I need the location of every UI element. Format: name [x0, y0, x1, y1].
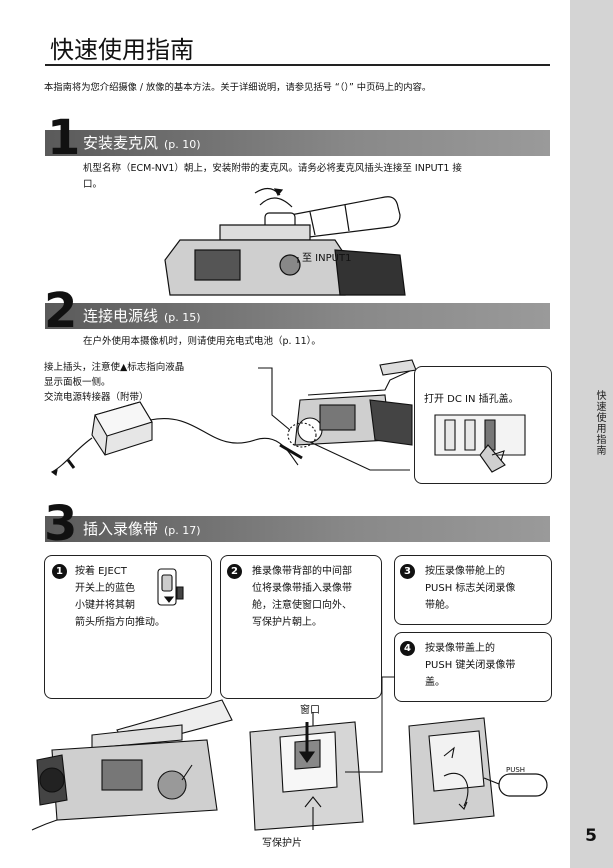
side-section-label: 快速使用指南: [594, 390, 605, 456]
instruction-box-2: [220, 555, 382, 699]
cassette-insert-illustration: [249, 676, 395, 831]
box4-line3: 盖。: [425, 677, 445, 688]
title-rule: [45, 64, 550, 66]
microphone-install-illustration: [164, 187, 406, 296]
box3-badge: 3: [400, 564, 415, 579]
step1-title-text: 安装麦克风: [83, 134, 159, 152]
page-number: 5: [585, 826, 597, 846]
box2-line4: 写保护片朝上。: [252, 617, 322, 628]
instruction-box-4: [394, 632, 552, 702]
box2-badge: 2: [227, 564, 242, 579]
box3-line2: PUSH 标志关闭录像: [425, 583, 516, 594]
power-connection-illustration: [50, 359, 417, 476]
box1-text: 按着 EJECT 开关上的蓝色 小键并将其朝 箭头所指方向推动。: [75, 563, 165, 631]
label-window: 窗口: [300, 705, 320, 716]
callout-dcin: 打开 DC IN 插孔盖。: [424, 394, 519, 405]
step2-number: 2: [44, 283, 78, 339]
box3-text: 按压录像带舱上的 PUSH 标志关闭录像 带舱。: [425, 563, 515, 614]
step1-page-ref: (p. 10): [164, 138, 201, 151]
box1-line4: 箭头所指方向推动。: [75, 617, 165, 628]
step3-page-ref: (p. 17): [164, 524, 201, 537]
instruction-box-1: [44, 555, 212, 699]
eject-switch-icon: [157, 568, 184, 606]
dcin-jack-illustration: [434, 414, 526, 473]
callout-input1: 至 INPUT1: [302, 253, 352, 264]
callout-plug-line1: 接上插头，注意使▲标志指向液晶: [44, 362, 185, 373]
step1-header-bar: [45, 130, 550, 156]
box1-badge: 1: [52, 564, 67, 579]
step2-title: 连接电源线 (p. 15): [83, 303, 201, 331]
box4-text: 按录像带盖上的 PUSH 键关闭录像带 盖。: [425, 640, 515, 691]
box4-badge: 4: [400, 641, 415, 656]
box3-line3: 带舱。: [425, 600, 455, 611]
box2-text: 推录像带背部的中间部 位将录像带插入录像带 舱，注意使窗口向外、 写保护片朝上。: [252, 563, 352, 631]
step1-title: 安装麦克风 (p. 10): [83, 130, 201, 158]
side-tab: [570, 0, 613, 868]
box4-line2: PUSH 键关闭录像带: [425, 660, 516, 671]
label-write-protect-tab: 写保护片: [262, 838, 302, 849]
box1-line2: 开关上的蓝色: [75, 583, 135, 594]
label-push: PUSH: [506, 766, 526, 774]
box2-line1: 推录像带背部的中间部: [252, 566, 352, 577]
step2-body: 在户外使用本摄像机时，则请使用充电式电池（p. 11）。: [83, 336, 321, 347]
intro-text: 本指南将为您介绍摄像 / 放像的基本方法。关于详细说明，请参见括号 “（）” 中…: [44, 82, 432, 93]
callout-plug: 接上插头，注意使▲标志指向液晶 显示面板一侧。 交流电源转接器（附带）: [44, 360, 184, 405]
step2-page-ref: (p. 15): [164, 311, 201, 324]
callout-plug-line2: 显示面板一侧。: [44, 377, 111, 388]
box1-line1: 按着 EJECT: [75, 566, 127, 577]
step2-header-bar: [45, 303, 550, 329]
step1-body-line2: 口。: [83, 179, 103, 190]
step3-title-text: 插入录像带: [83, 520, 159, 538]
step1-number: 1: [47, 110, 81, 166]
step1-body-line1: 机型名称（ECM-NV1）朝上，安装附带的麦克风。请务必将麦克风插头连接至 IN…: [83, 163, 462, 174]
page-title: 快速使用指南: [50, 36, 194, 64]
step3-title: 插入录像带 (p. 17): [83, 516, 201, 544]
camcorder-eject-illustration: [31, 699, 233, 831]
step2-title-text: 连接电源线: [83, 307, 159, 325]
cassette-close-illustration: [408, 717, 548, 825]
box2-line2: 位将录像带插入录像带: [252, 583, 352, 594]
step3-number: 3: [44, 496, 78, 552]
step1-body: 机型名称（ECM-NV1）朝上，安装附带的麦克风。请务必将麦克风插头连接至 IN…: [83, 161, 553, 193]
instruction-box-3: [394, 555, 552, 625]
box2-line3: 舱，注意使窗口向外、: [252, 600, 352, 611]
box1-line3: 小键并将其朝: [75, 600, 135, 611]
box3-line1: 按压录像带舱上的: [425, 566, 505, 577]
box4-line1: 按录像带盖上的: [425, 643, 495, 654]
step3-header-bar: [45, 516, 550, 542]
callout-adaptor: 交流电源转接器（附带）: [44, 392, 149, 403]
